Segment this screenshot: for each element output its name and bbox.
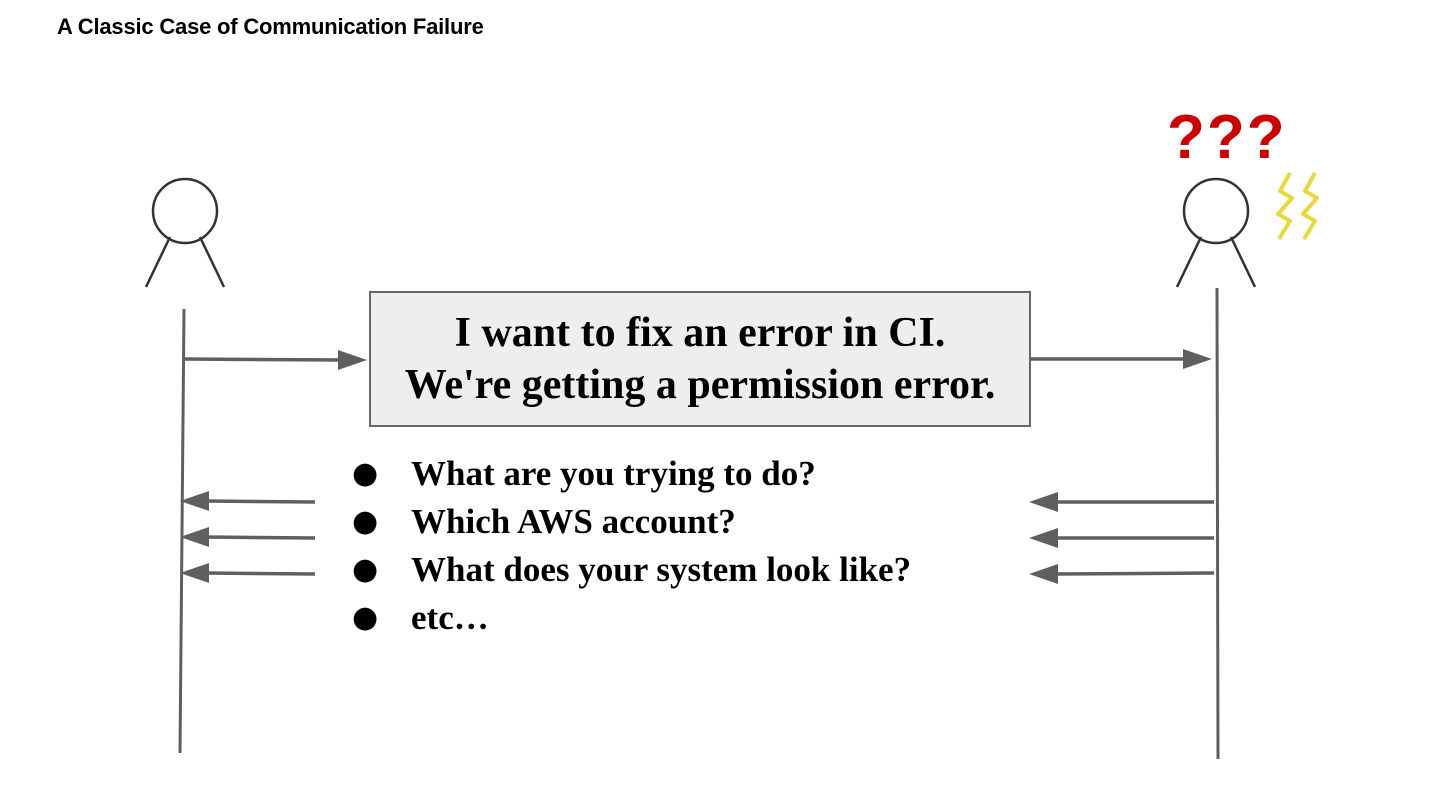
- request-arrow: [183, 349, 1212, 370]
- bullet: ●: [352, 552, 379, 587]
- page-title: A Classic Case of Communication Failure: [57, 14, 484, 39]
- question-text: etc…: [411, 598, 489, 637]
- message-line-2: We're getting a permission error.: [404, 362, 996, 408]
- message-line-1: I want to fix an error in CI.: [454, 310, 946, 356]
- response-arrows-right: [1029, 492, 1215, 584]
- lifeline-right: [1215, 287, 1220, 760]
- person-left-icon: [144, 177, 226, 288]
- lightning-icon: [1276, 172, 1319, 241]
- list-item: ● Which AWS account?: [352, 498, 911, 546]
- lifeline-left: [178, 308, 186, 754]
- bullet: ●: [352, 456, 379, 491]
- list-item: ● What does your system look like?: [352, 546, 911, 594]
- list-item: ● What are you trying to do?: [352, 450, 911, 498]
- bullet: ●: [352, 600, 379, 635]
- question-text: What are you trying to do?: [411, 454, 816, 493]
- question-text: Which AWS account?: [411, 502, 736, 541]
- message-box: I want to fix an error in CI. We're gett…: [369, 291, 1031, 427]
- confusion-marks: ???: [1167, 103, 1287, 172]
- person-right-icon: [1175, 177, 1257, 288]
- question-text: What does your system look like?: [411, 550, 912, 589]
- question-list: ● What are you trying to do? ● Which AWS…: [352, 450, 911, 642]
- bullet: ●: [352, 504, 379, 539]
- response-arrows-left: [180, 491, 316, 583]
- list-item: ● etc…: [352, 594, 911, 642]
